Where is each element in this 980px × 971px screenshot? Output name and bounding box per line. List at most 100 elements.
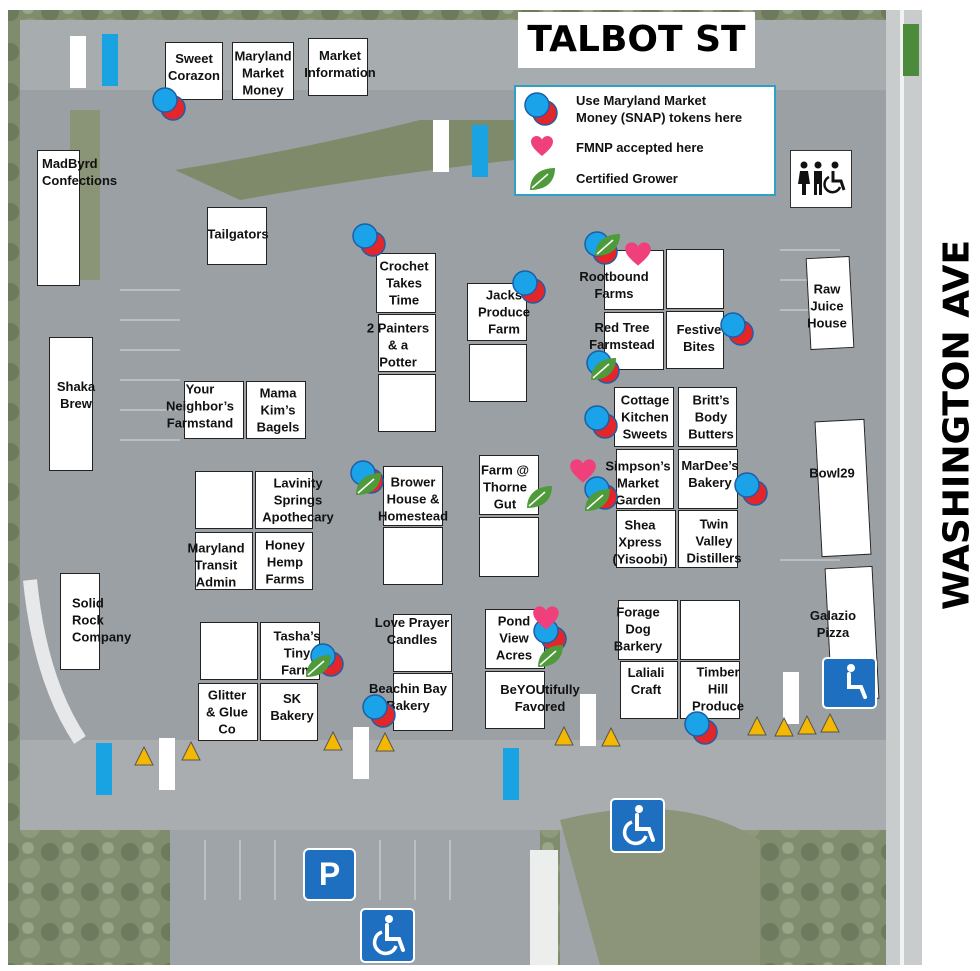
stall: [37, 150, 80, 286]
vendor-label-mama-kims-bagels: Mama Kim’s Bagels: [256, 385, 300, 435]
vendor-label-pond-view-acres: Pond View Acres: [495, 613, 533, 663]
barrier-white: [580, 694, 596, 746]
vendor-label-shaka-brew: Shaka Brew: [56, 379, 96, 411]
vendor-label-beachin-bay-bakery: Beachin Bay Bakery: [368, 681, 448, 713]
stall: [620, 661, 678, 719]
vendor-label-love-prayer-candles: Love Prayer Candles: [374, 615, 450, 647]
cone-icon: [554, 726, 574, 746]
snap-token-icon: [734, 472, 768, 506]
stall: [614, 387, 674, 447]
vendor-label-forage-dog-barkery: Forage Dog Barkery: [613, 604, 663, 654]
cone-icon: [747, 716, 767, 736]
stall: [678, 510, 738, 568]
stall: [618, 600, 678, 660]
barrier-blue: [96, 743, 112, 795]
leaf-icon: [595, 234, 620, 256]
stall: [393, 614, 452, 672]
vendor-label-your-neighbors-farmstand: Your Neighbor’s Farmstand: [166, 381, 234, 431]
barrier-white: [353, 727, 369, 779]
stall: [260, 683, 318, 741]
vendor-label-beyoutifully-favored: BeYOUtifully Favored: [500, 682, 580, 714]
snap-token-icon: [684, 711, 718, 745]
snap-token-icon: [362, 694, 396, 728]
stall: [165, 42, 223, 100]
vendor-label-jacks-produce-farm: Jacks Produce Farm: [477, 287, 531, 337]
stall: [616, 449, 674, 509]
barrier-white: [159, 738, 175, 790]
stall: [814, 418, 872, 558]
stall: [666, 249, 724, 309]
vendor-label-galazio-pizza: Galazio Pizza: [809, 608, 857, 640]
vendor-label-rootbound-farms: Rootbound Farms: [579, 269, 649, 301]
vendor-label-laliali-craft: Laliali Craft: [627, 665, 665, 697]
barrier-blue: [503, 748, 519, 800]
wheelchair-icon: [822, 657, 877, 709]
vendor-label-simpsons-market-garden: Simpson’s Market Garden: [605, 458, 671, 508]
vendor-label-cottage-kitchen-sweets: Cottage Kitchen Sweets: [620, 392, 670, 442]
vendor-label-solid-rock-company: Solid Rock Company: [72, 595, 132, 645]
stall: [680, 661, 740, 719]
vendor-label-two-painters-potter: 2 Painters & a Potter: [366, 320, 430, 370]
crosswalk: [530, 850, 558, 965]
stall: [255, 471, 313, 529]
leaf-icon: [591, 358, 616, 380]
vendor-label-madbyrd-confections: MadByrd Confections: [42, 156, 118, 188]
stall: [680, 600, 740, 660]
vendor-label-shea-xpress: Shea Xpress (Yisoobi): [612, 517, 668, 567]
wheelchair-icon: [360, 908, 415, 963]
stall: [184, 381, 244, 439]
vendor-label-maryland-market-money: Maryland Market Money: [234, 48, 292, 98]
vendor-label-sweet-corazon: Sweet Corazon: [168, 51, 220, 83]
stall: [378, 314, 436, 372]
snap-token-icon: [352, 223, 386, 257]
stall: [200, 622, 258, 680]
cone-icon: [797, 715, 817, 735]
vendor-label-crochet-takes-time: Crochet Takes Time: [379, 258, 429, 308]
stall: [678, 449, 738, 509]
snap-token-icon: [720, 312, 754, 346]
snap-token-icon: [152, 87, 186, 121]
stall: [666, 311, 724, 369]
cone-icon: [181, 741, 201, 761]
stall: [616, 510, 676, 568]
leaf-icon: [306, 655, 331, 677]
vendor-label-mardees-bakery: MarDee’s Bakery: [681, 458, 739, 490]
cone-icon: [323, 731, 343, 751]
stall: [376, 253, 436, 313]
north-drive: [20, 20, 900, 90]
stall: [383, 527, 443, 585]
vendor-label-bowl29: Bowl29: [809, 465, 855, 481]
street-name-washington: WASHINGTON AVE: [936, 239, 978, 611]
cone-icon: [601, 727, 621, 747]
snap-token-icon: [584, 405, 618, 439]
snap-token-icon: [512, 270, 546, 304]
vendor-label-brower-house-homestead: Brower House & Homestead: [377, 474, 449, 524]
vendor-label-britts-body-butters: Britt’s Body Butters: [688, 392, 734, 442]
leaf-icon: [356, 473, 381, 495]
vendor-label-tailgators: Tailgators: [207, 226, 269, 242]
barrier-white: [433, 120, 449, 172]
restroom-icon: [790, 150, 852, 208]
stall: [60, 573, 100, 670]
vendor-label-raw-juice-house: Raw Juice House: [807, 281, 847, 331]
barrier-white: [783, 672, 799, 724]
stall: [485, 671, 545, 729]
leaf-icon: [530, 168, 555, 190]
leaf-icon: [527, 486, 552, 508]
barrier-blue: [472, 125, 488, 177]
legend-grower-text: Certified Grower: [576, 171, 678, 186]
legend: Use Maryland Market Money (SNAP) tokens …: [514, 85, 776, 196]
vendor-label-maryland-transit-admin: Maryland Transit Admin: [187, 540, 245, 590]
snap-token-icon: [524, 92, 558, 126]
parking-sign: P: [303, 848, 356, 901]
stall: [308, 38, 368, 96]
vendor-label-sk-bakery: SK Bakery: [270, 691, 314, 723]
heart-icon: [570, 459, 596, 483]
stall: [49, 337, 93, 471]
cone-icon: [774, 717, 794, 737]
stall: [393, 673, 453, 731]
vendor-label-timber-hill-produce: Timber Hill Produce: [691, 664, 745, 714]
vendor-label-market-information: Market Information: [304, 48, 376, 80]
stall: [485, 609, 545, 669]
stall: [383, 466, 443, 526]
